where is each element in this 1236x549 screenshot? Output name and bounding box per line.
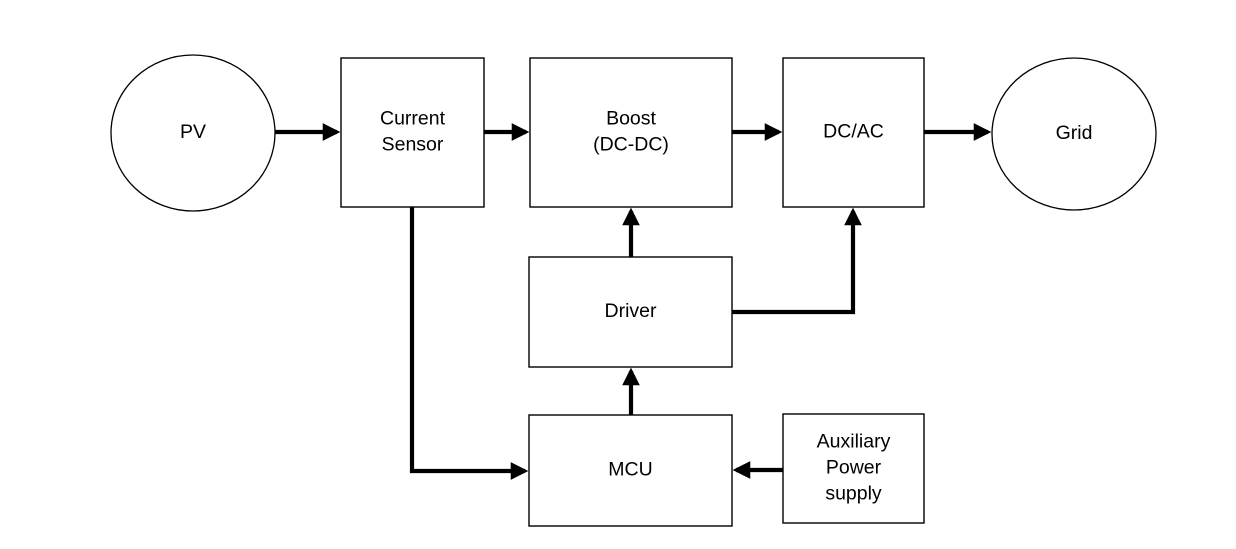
mcu-label: MCU xyxy=(608,459,652,481)
aux-power-label-line1: Auxiliary xyxy=(817,431,891,453)
driver-rect xyxy=(528,256,733,368)
boost-label-line2: (DC-DC) xyxy=(593,134,669,156)
pv-label: PV xyxy=(180,121,206,143)
aux-power-rect xyxy=(782,413,925,524)
aux-power-label-line3: supply xyxy=(825,483,882,505)
dc-ac-label: DC/AC xyxy=(823,121,884,143)
grid-ellipse xyxy=(991,57,1157,211)
node-driver[interactable]: Driver xyxy=(528,256,733,368)
boost-label-line1: Boost xyxy=(606,108,656,130)
node-current-sensor[interactable]: Current Sensor xyxy=(340,57,485,208)
dc-ac-rect xyxy=(782,57,925,208)
node-layer: PV Current Sensor Boost (DC-DC) DC/AC Gr… xyxy=(110,54,1157,527)
node-pv[interactable]: PV xyxy=(110,54,276,212)
current-sensor-rect xyxy=(340,57,485,208)
node-boost[interactable]: Boost (DC-DC) xyxy=(529,57,733,208)
connector-driver-to-dc-ac xyxy=(732,207,862,315)
node-aux-power[interactable]: Auxiliary Power supply xyxy=(782,413,925,524)
node-grid[interactable]: Grid xyxy=(991,57,1157,211)
aux-power-label-line2: Power xyxy=(826,457,882,479)
connector-current-sensor-to-mcu xyxy=(409,207,529,480)
pv-ellipse xyxy=(110,54,276,212)
grid-label: Grid xyxy=(1056,122,1093,144)
driver-label: Driver xyxy=(605,300,658,322)
current-sensor-label-line2: Sensor xyxy=(382,134,444,156)
current-sensor-label-line1: Current xyxy=(380,108,446,130)
node-dc-ac[interactable]: DC/AC xyxy=(782,57,925,208)
boost-rect xyxy=(529,57,733,208)
mcu-rect xyxy=(528,414,733,527)
node-mcu[interactable]: MCU xyxy=(528,414,733,527)
connector-layer xyxy=(275,123,992,480)
